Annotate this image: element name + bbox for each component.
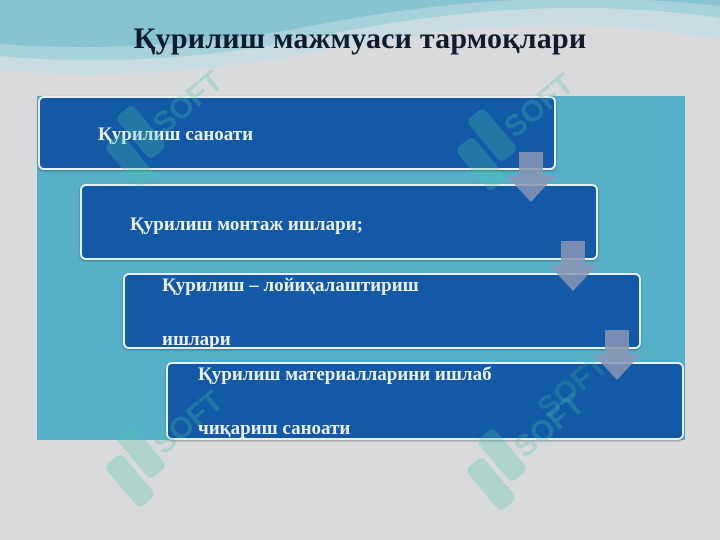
down-arrow-icon-2 xyxy=(549,241,597,291)
svg-text:SOFT: SOFT xyxy=(531,348,613,425)
step-label-2: Қурилиш монтаж ишлари; xyxy=(130,214,363,235)
svg-text:SOFT: SOFT xyxy=(147,64,229,141)
step-box-1: Қурилиш саноати xyxy=(38,96,556,170)
step-label-1: Қурилиш саноати xyxy=(98,124,254,145)
step-box-2: Қурилиш монтаж ишлари; xyxy=(80,184,598,260)
watermark-logo-2: SOFT xyxy=(457,68,581,190)
header-wave-decoration xyxy=(0,0,720,75)
watermark-logo-4: SOFT xyxy=(467,388,591,510)
down-arrow-icon-3 xyxy=(593,330,641,380)
step-label-4: Қурилиш материалларини ишлаб чиқариш сан… xyxy=(198,364,492,439)
watermark-logo-3: SOFT xyxy=(106,384,230,507)
watermark-logo-1: SOFT xyxy=(106,64,230,187)
step-box-3: Қурилиш – лойиҳалаштириш ишлари xyxy=(123,273,641,349)
step-label-3: Қурилиш – лойиҳалаштириш ишлари xyxy=(162,275,419,349)
page-title: Қурилиш мажмуаси тармоқлари xyxy=(133,22,587,55)
watermark-logo-5: SOFT xyxy=(531,348,613,425)
step-box-4: Қурилиш материалларини ишлаб чиқариш сан… xyxy=(166,362,684,440)
svg-text:SOFT: SOFT xyxy=(498,68,580,145)
svg-text:SOFT: SOFT xyxy=(147,384,229,461)
down-arrow-icon-1 xyxy=(507,152,555,202)
